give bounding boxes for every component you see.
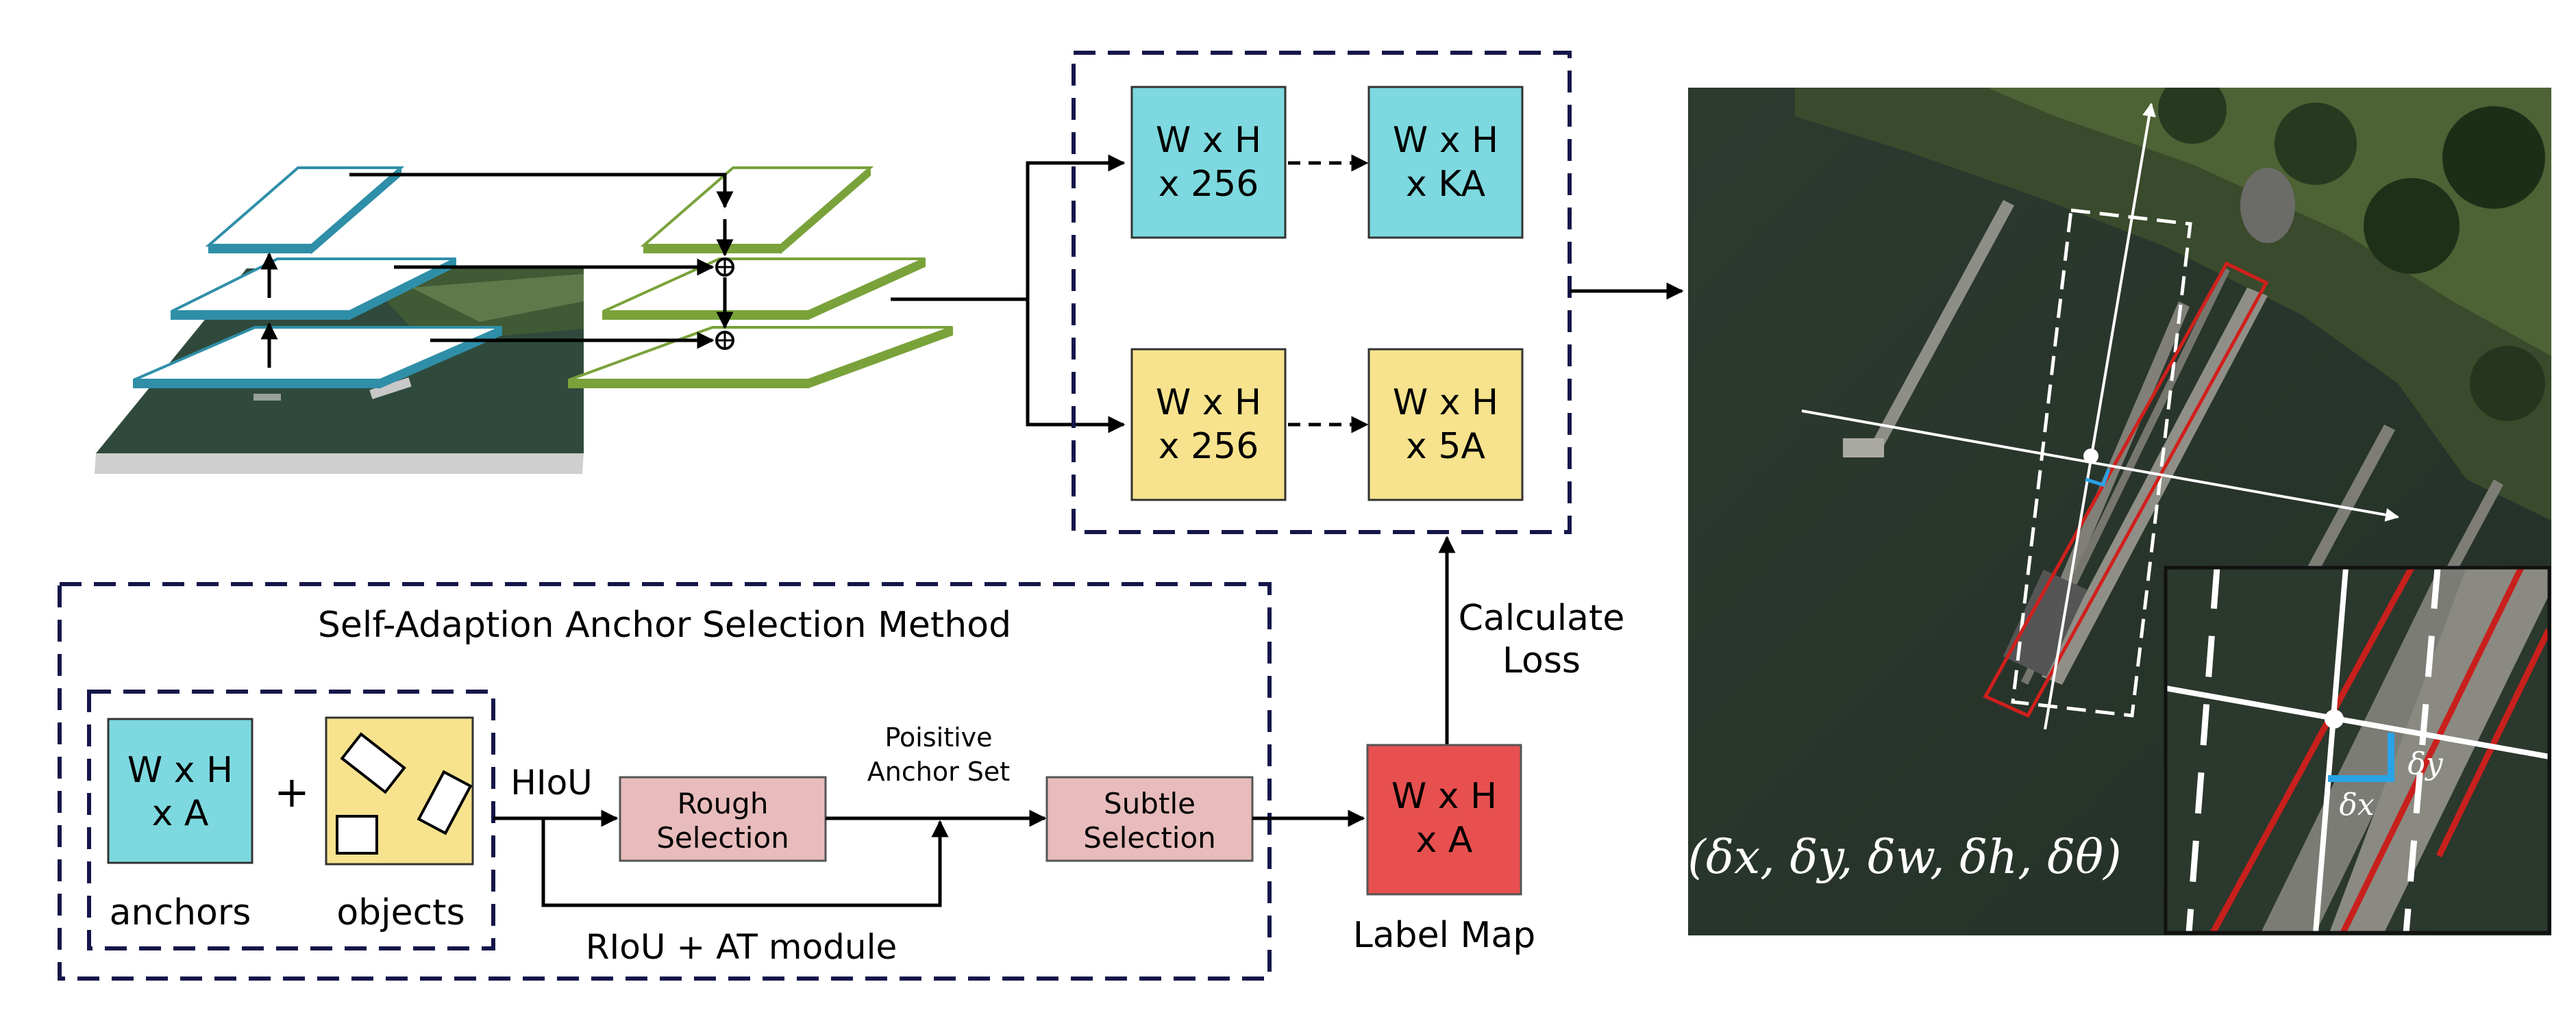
label-map-caption: Label Map <box>1353 915 1536 956</box>
svg-text:W x H: W x H <box>1393 120 1498 161</box>
object-rect-icon <box>340 732 406 794</box>
svg-text:x 256: x 256 <box>1159 164 1259 205</box>
plus-sign: + <box>274 767 310 817</box>
svg-text:Subtle: Subtle <box>1104 787 1196 820</box>
hiou-label: HIoU <box>510 763 593 803</box>
object-rect-icon <box>336 815 378 855</box>
svg-text:x 256: x 256 <box>1159 426 1259 467</box>
svg-text:x A: x A <box>1416 820 1473 861</box>
positive-anchor-set-label-line2: Anchor Set <box>867 757 1010 787</box>
zoom-inset: δx δy <box>2164 566 2551 935</box>
svg-text:W x H: W x H <box>127 750 233 791</box>
center-point-icon <box>2083 449 2098 464</box>
anchors-caption: anchors <box>110 892 251 933</box>
svg-text:x 5A: x 5A <box>1406 426 1485 467</box>
calculate-loss-label-line2: Loss <box>1502 640 1581 681</box>
svg-text:Selection: Selection <box>1083 821 1216 855</box>
svg-text:Rough: Rough <box>678 787 769 820</box>
feature-pyramid-backbone <box>95 154 1126 474</box>
object-rect-icon <box>417 770 473 835</box>
add-icon <box>715 331 734 350</box>
svg-text:x KA: x KA <box>1406 164 1485 205</box>
backbone-plate-bottom <box>133 326 502 389</box>
head-box-reg-output: W x H x 5A <box>1367 348 1524 501</box>
inset-dy-label: δy <box>2407 746 2443 781</box>
riou-at-module-label: RIoU + AT module <box>586 927 897 967</box>
svg-text:W x H: W x H <box>1156 120 1261 161</box>
rough-selection-box: Rough Selection <box>619 776 827 862</box>
anchor-selection-box <box>58 582 1272 981</box>
calculate-loss-label-line1: Calculate <box>1459 598 1625 639</box>
aerial-image: (δx, δy, δw, δh, δθ) δx δy <box>1687 88 2551 935</box>
svg-text:W x H: W x H <box>1393 382 1498 423</box>
subtle-selection-box: Subtle Selection <box>1045 776 1254 862</box>
fpn-plate-bottom <box>568 326 953 389</box>
anchors-box: W x H x A <box>107 718 253 864</box>
backbone-plate-top <box>205 166 405 255</box>
head-box-cls-feature: W x H x 256 <box>1130 86 1287 239</box>
svg-text:W x H: W x H <box>1156 382 1261 423</box>
anchor-selection-title: Self-Adaption Anchor Selection Method <box>318 605 1011 646</box>
fpn-plate-middle <box>602 257 926 320</box>
svg-text:x A: x A <box>152 793 209 834</box>
fpn-plate-top <box>640 166 874 255</box>
head-box-cls-output: W x H x KA <box>1367 86 1524 239</box>
lateral-connections <box>349 173 734 350</box>
offset-formula: (δx, δy, δw, δh, δθ) <box>1687 831 2121 885</box>
objects-caption: objects <box>336 892 465 933</box>
label-map-box: W x H x A <box>1366 744 1522 896</box>
objects-box <box>325 716 474 866</box>
head-box-reg-feature: W x H x 256 <box>1130 348 1287 501</box>
svg-text:W x H: W x H <box>1391 776 1497 817</box>
backbone-plate-middle <box>171 257 456 320</box>
svg-text:Selection: Selection <box>656 821 789 855</box>
add-icon <box>715 257 734 277</box>
positive-anchor-set-label-line1: Poisitive <box>884 722 992 753</box>
inset-dx-label: δx <box>2339 787 2374 822</box>
